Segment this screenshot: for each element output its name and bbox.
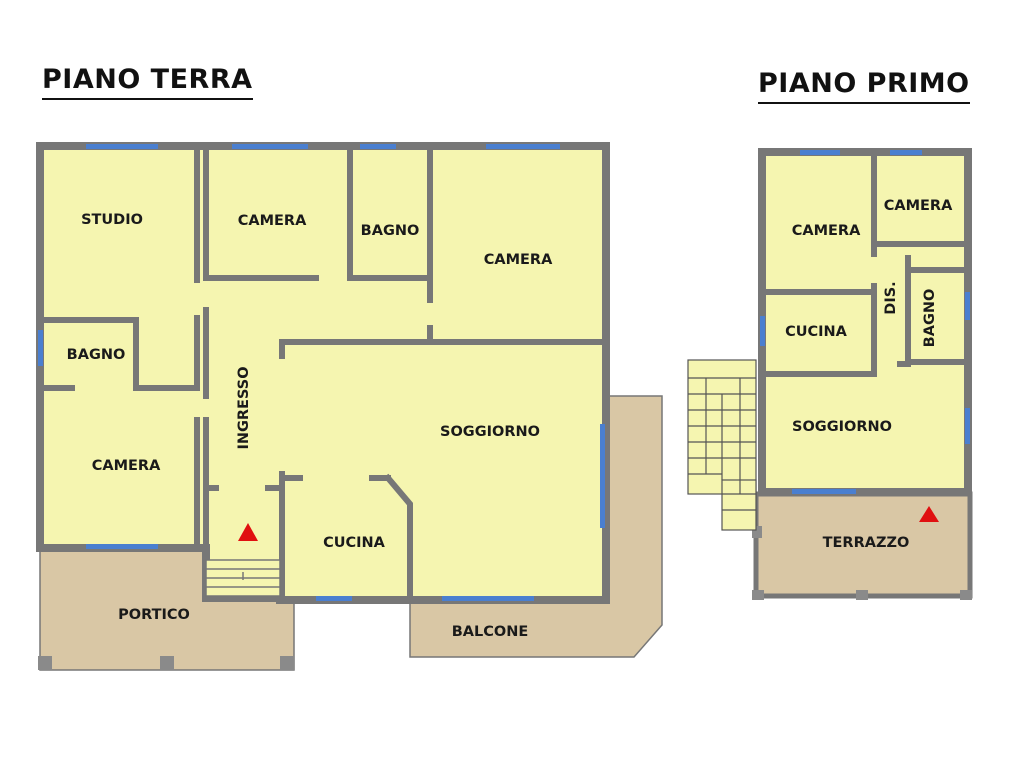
- room-label-camera: CAMERA: [238, 213, 307, 229]
- room-label-bagno: BAGNO: [922, 289, 938, 348]
- window: [486, 144, 560, 149]
- window: [360, 144, 396, 149]
- entrance-steps: [205, 559, 281, 597]
- first-floor-plan: CAMERA CAMERA DIS. BAGNO CUCINA SOGGIORN…: [687, 148, 973, 600]
- external-staircase: [687, 359, 757, 531]
- terrazzo-pillar: [752, 590, 764, 600]
- window: [890, 150, 922, 155]
- room-label-camera: CAMERA: [92, 458, 161, 474]
- room-label-cucina: CUCINA: [323, 535, 386, 551]
- room-label-bagno: BAGNO: [361, 223, 420, 239]
- terrazzo-pillar: [752, 526, 762, 538]
- window: [442, 596, 534, 601]
- room-label-ingresso: INGRESSO: [236, 366, 252, 449]
- room-label-camera: CAMERA: [884, 198, 953, 214]
- window: [38, 330, 43, 366]
- terrazzo-pillar: [856, 590, 868, 600]
- room-label-soggiorno: SOGGIORNO: [440, 424, 540, 440]
- first-floor-title: PIANO PRIMO: [758, 68, 970, 104]
- portico-pillar: [160, 656, 174, 670]
- room-label-camera: CAMERA: [484, 252, 553, 268]
- portico-pillar: [280, 656, 294, 670]
- ground-floor-plan: STUDIO CAMERA BAGNO CAMERA BAGNO INGRESS…: [36, 142, 663, 671]
- entrance-marker-icon: [919, 506, 939, 522]
- ground-floor-title: PIANO TERRA: [42, 64, 253, 100]
- window: [316, 596, 352, 601]
- first-floor-building: [758, 148, 972, 496]
- room-label-camera: CAMERA: [792, 223, 861, 239]
- room-label-bagno: BAGNO: [67, 347, 126, 363]
- window: [232, 144, 308, 149]
- room-label-portico: PORTICO: [118, 607, 190, 623]
- entrance-marker-icon: [238, 523, 258, 541]
- window: [760, 316, 765, 346]
- room-label-dis: DIS.: [883, 281, 899, 314]
- window: [86, 544, 158, 549]
- terrazzo-pillar: [960, 590, 972, 600]
- portico-pillar: [38, 656, 52, 670]
- room-label-terrazzo: TERRAZZO: [823, 535, 910, 551]
- window: [86, 144, 158, 149]
- room-label-soggiorno: SOGGIORNO: [792, 419, 892, 435]
- window: [965, 408, 970, 444]
- window: [792, 489, 856, 494]
- window: [965, 292, 970, 320]
- window: [800, 150, 840, 155]
- room-label-balcone: BALCONE: [452, 624, 529, 640]
- room-label-cucina: CUCINA: [785, 324, 848, 340]
- room-label-studio: STUDIO: [81, 212, 143, 228]
- window: [600, 424, 605, 528]
